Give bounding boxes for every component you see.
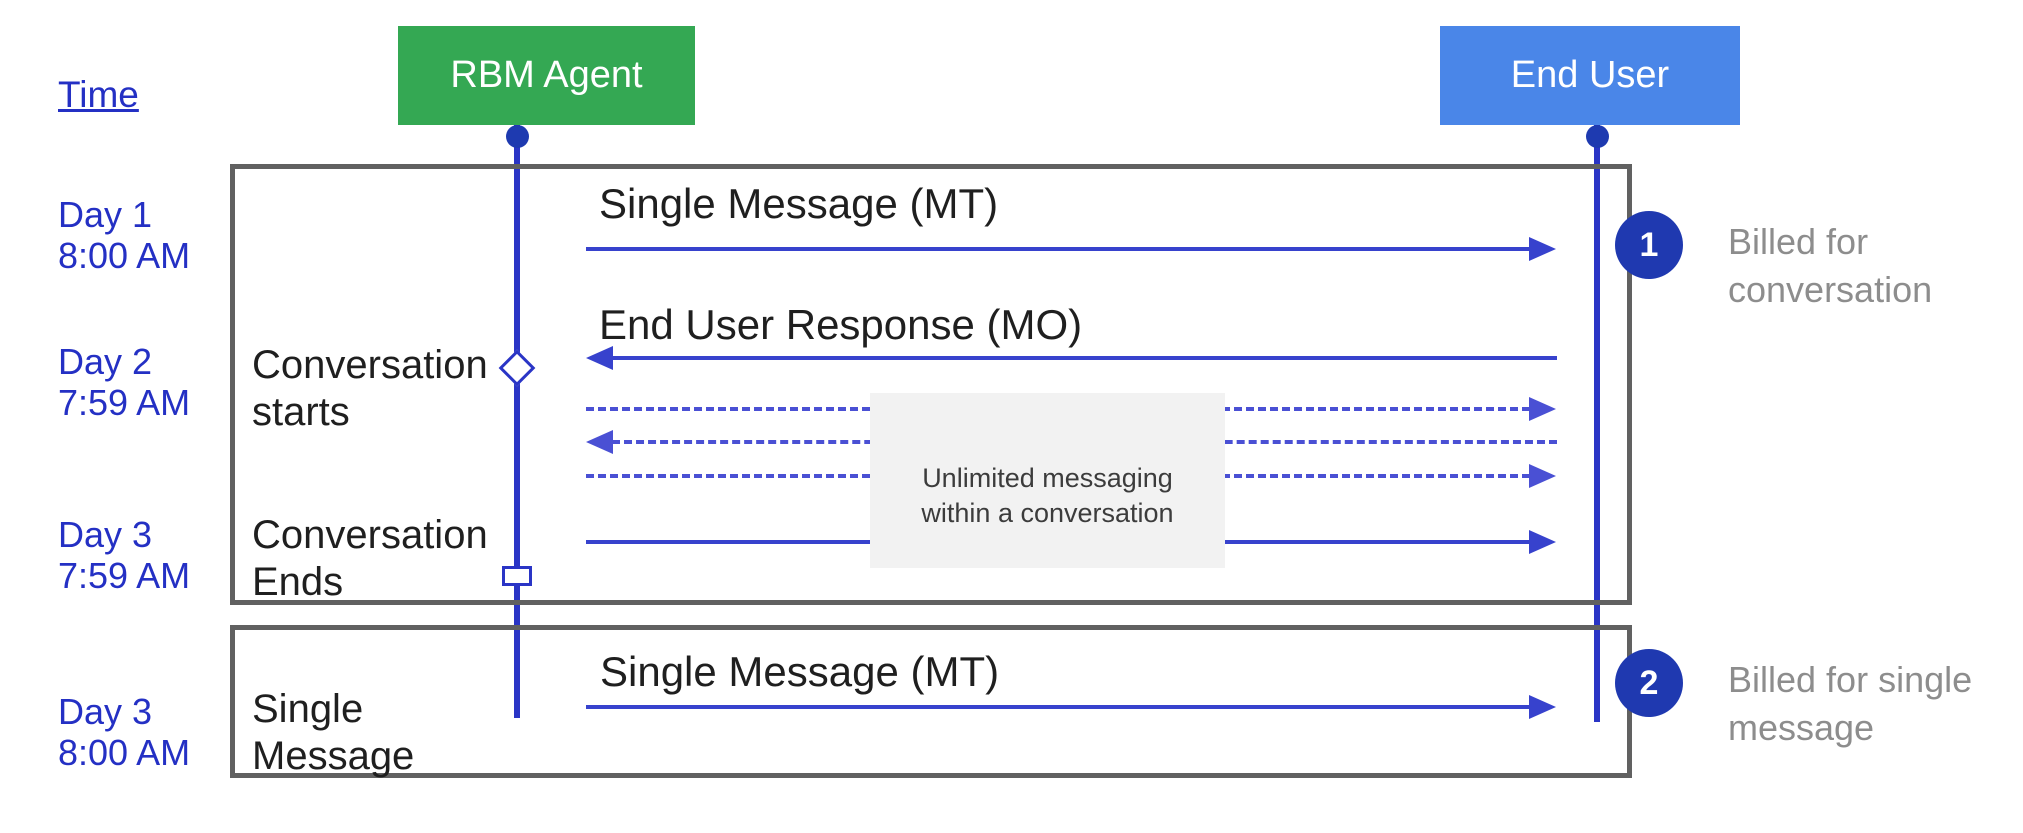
message-mt1-label: Single Message (MT) (599, 180, 999, 227)
timeline-day3-end: Day 3 7:59 AM (58, 514, 278, 596)
billed-for-single-message-label: Billed for single message (1728, 656, 2023, 752)
arrow-right-icon (1529, 397, 1556, 421)
billed-2-line1: Billed for single (1728, 659, 1973, 700)
billing-badge-1: 1 (1615, 211, 1683, 279)
message-mo-arrow (612, 356, 1557, 360)
actor-header-end-user: End User (1440, 26, 1740, 125)
billed-1-line2: conversation (1728, 269, 1933, 310)
timeline-day2-time: 7:59 AM (58, 382, 191, 423)
timeline-day3-single-time: 8:00 AM (58, 732, 191, 773)
end-user-lifeline-dot (1586, 125, 1609, 148)
rbm-agent-lifeline-dot (506, 125, 529, 148)
timeline-day1: Day 1 8:00 AM (58, 194, 278, 276)
timeline-day3-single: Day 3 8:00 AM (58, 691, 278, 773)
conversation-ends-line1: Conversation (252, 513, 488, 557)
rbm-agent-lifeline (514, 125, 520, 718)
conversation-ends-line2: Ends (252, 560, 344, 604)
conversation-frame (230, 164, 1632, 605)
message-mo-label: End User Response (MO) (599, 301, 1083, 348)
arrow-right-icon (1529, 237, 1556, 261)
single-message-line1: Single (252, 687, 364, 731)
billed-for-conversation-label: Billed for conversation (1728, 218, 2023, 314)
arrow-right-icon (1529, 464, 1556, 488)
conversation-ends-label: Conversation Ends (252, 512, 532, 606)
conversation-starts-line1: Conversation (252, 343, 488, 387)
timeline-day2: Day 2 7:59 AM (58, 341, 278, 423)
arrow-right-icon (1529, 695, 1556, 719)
timeline-day3-end-time: 7:59 AM (58, 555, 191, 596)
timeline-day3-end-day: Day 3 (58, 514, 153, 555)
billed-2-line2: message (1728, 707, 1875, 748)
end-user-lifeline (1594, 125, 1600, 722)
actor-header-rbm-agent: RBM Agent (398, 26, 695, 125)
conversation-end-marker-icon (502, 566, 532, 586)
arrow-right-icon (1529, 530, 1556, 554)
message-mt2-label: Single Message (MT) (600, 648, 1000, 695)
note-line1: Unlimited messaging (922, 462, 1173, 493)
billed-1-line1: Billed for (1728, 221, 1869, 262)
conversation-starts-line2: starts (252, 390, 350, 434)
unlimited-messaging-note: Unlimited messaging within a conversatio… (870, 393, 1225, 568)
message-mt2-arrow (586, 705, 1530, 709)
arrow-left-icon (586, 346, 613, 370)
timeline-day2-day: Day 2 (58, 341, 153, 382)
single-message-label: Single Message (252, 686, 532, 780)
billing-badge-2: 2 (1615, 649, 1683, 717)
time-axis-label: Time (58, 74, 139, 115)
conversation-starts-label: Conversation starts (252, 342, 532, 436)
timeline-day3-single-day: Day 3 (58, 691, 153, 732)
timeline-day1-day: Day 1 (58, 194, 153, 235)
note-line2: within a conversation (921, 497, 1174, 528)
timeline-day1-time: 8:00 AM (58, 235, 191, 276)
message-mt1-arrow (586, 247, 1530, 251)
single-message-line2: Message (252, 734, 415, 778)
arrow-left-icon (586, 430, 613, 454)
